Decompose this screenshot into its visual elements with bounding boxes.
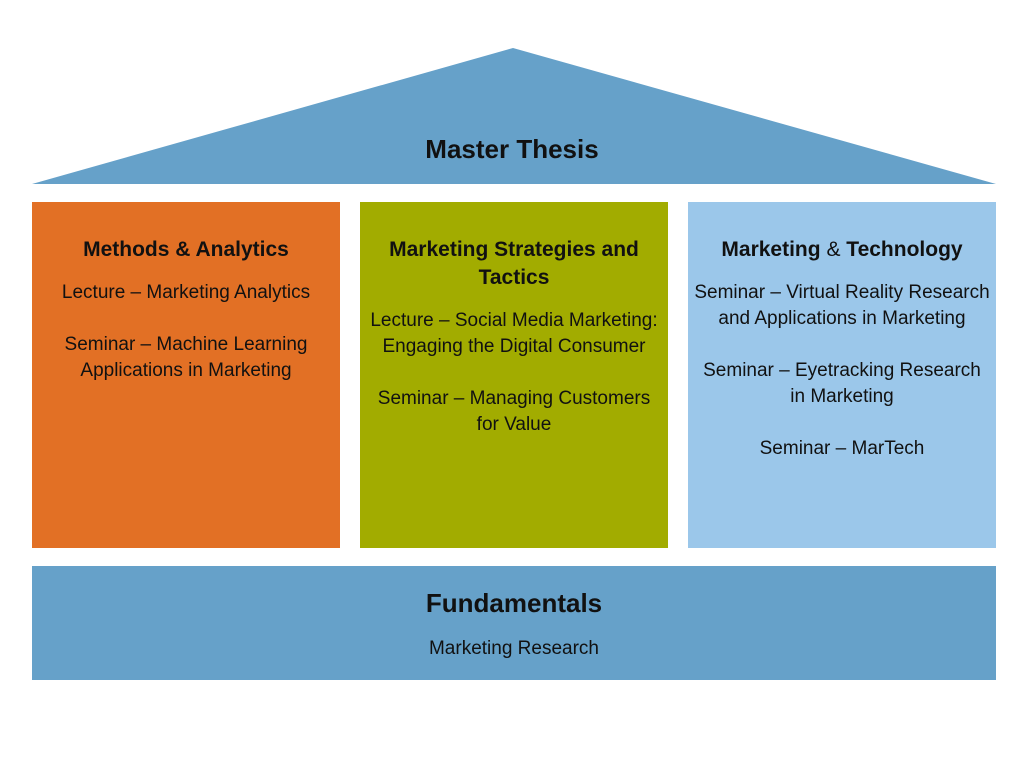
foundation-block: Fundamentals Marketing Research	[32, 566, 996, 680]
pillar-methods-analytics: Methods & Analytics Lecture – Marketing …	[32, 202, 340, 548]
roof-title: Master Thesis	[425, 134, 599, 164]
foundation-title: Fundamentals	[425, 588, 603, 618]
course-item: Seminar – Machine Learning Applications …	[64, 334, 308, 381]
pillar-marketing-strategies: Marketing Strategies and Tactics Lecture…	[360, 202, 668, 548]
roof-triangle	[32, 48, 996, 184]
pillar-title: Marketing Strategies and Tactics	[389, 238, 639, 289]
course-item: Seminar – Managing Customers for Value	[377, 388, 651, 435]
course-item: Seminar – Eyetracking Research in Market…	[703, 360, 981, 407]
pillar-marketing-technology: Marketing & Technology Seminar – Virtual…	[688, 202, 996, 548]
roof-shape	[32, 48, 996, 184]
pillar-title-part: Marketing	[721, 238, 821, 261]
course-item: Lecture – Marketing Analytics	[61, 282, 311, 303]
pillar-title: Methods & Analytics	[83, 238, 289, 261]
course-item: Seminar – MarTech	[759, 438, 925, 459]
pillar-title-part: Technology	[846, 238, 963, 261]
pillar-title: Marketing & Technology	[694, 236, 990, 264]
foundation-subtitle: Marketing Research	[428, 638, 600, 659]
pillar-title-ampersand: &	[826, 238, 841, 261]
course-item: Lecture – Social Media Marketing: Engagi…	[370, 310, 658, 357]
course-item: Seminar – Virtual Reality Research and A…	[694, 282, 990, 329]
